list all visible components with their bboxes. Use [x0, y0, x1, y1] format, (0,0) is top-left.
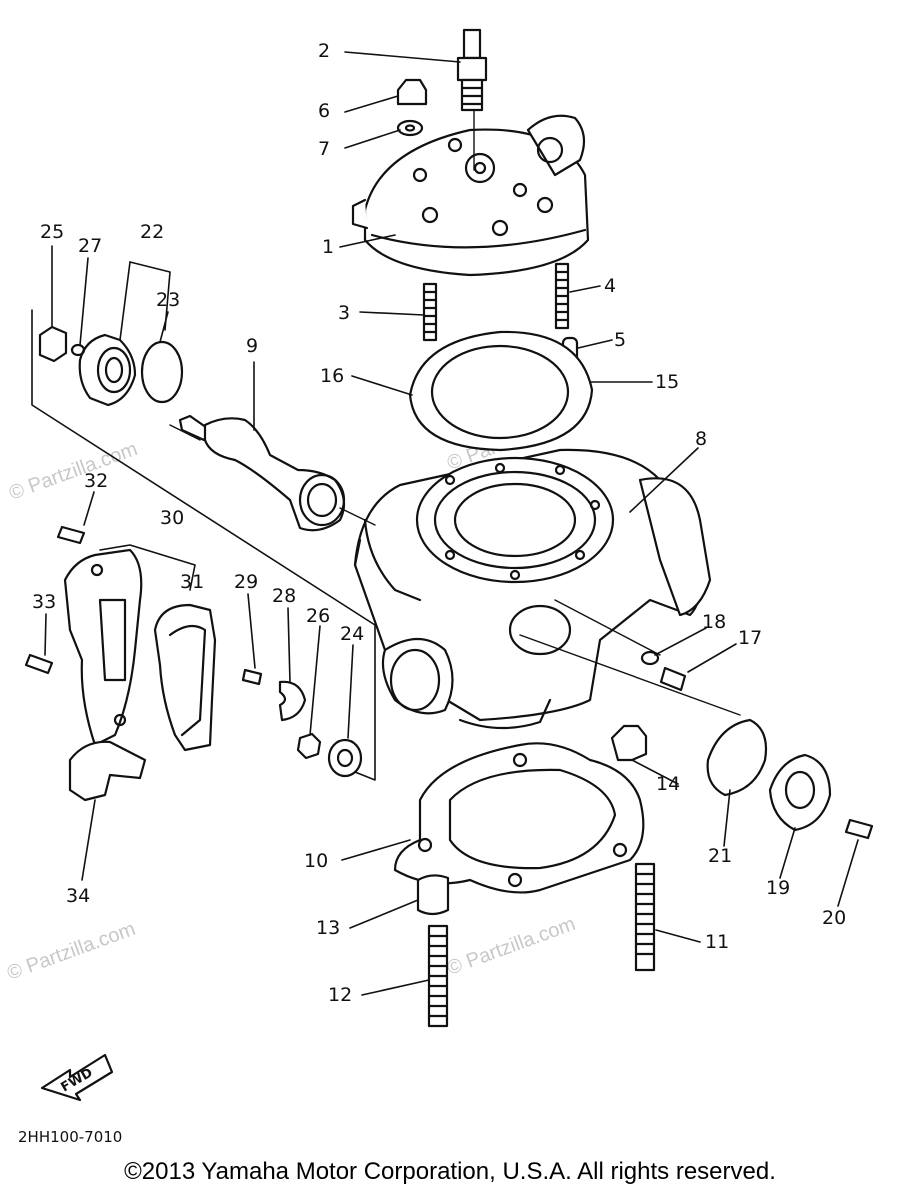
callout-34: 34 [66, 885, 90, 907]
exploded-view-drawing: © Partzilla.com © Partzilla.com © Partzi… [4, 28, 874, 1146]
callout-1: 1 [322, 236, 334, 258]
callout-14: 14 [656, 773, 680, 795]
callout-15: 15 [655, 371, 679, 393]
screw-20 [844, 818, 874, 840]
callout-22: 22 [140, 221, 164, 243]
gasket-21 [706, 718, 768, 797]
group-bracket-lines [31, 261, 376, 781]
callout-28: 28 [272, 585, 296, 607]
oil-seal-24-hole [336, 748, 354, 768]
watermark-3: © Partzilla.com [4, 918, 138, 985]
callout-26: 26 [306, 605, 330, 627]
callout-17: 17 [738, 627, 762, 649]
watermark-4: © Partzilla.com [444, 913, 578, 980]
callout-20: 20 [822, 907, 846, 929]
cylinder-head [351, 114, 590, 277]
stud-4 [554, 262, 570, 330]
pump-cover-cap [78, 333, 137, 407]
cap-25 [38, 325, 68, 363]
stud-11 [634, 862, 656, 972]
callout-19: 19 [766, 877, 790, 899]
callout-29: 29 [234, 571, 258, 593]
callout-21: 21 [708, 845, 732, 867]
callout-3: 3 [338, 302, 350, 324]
o-ring-inner [430, 344, 570, 440]
leader-lines [44, 51, 859, 996]
clamp-34 [68, 740, 147, 802]
callout-5: 5 [614, 329, 626, 351]
cap-nut [396, 78, 428, 106]
callout-33: 33 [32, 591, 56, 613]
callout-16: 16 [320, 365, 344, 387]
callout-12: 12 [328, 984, 352, 1006]
spark-plug [456, 28, 488, 112]
callout-9: 9 [246, 335, 258, 357]
copyright-notice: ©2013 Yamaha Motor Corporation, U.S.A. A… [124, 1158, 776, 1185]
callout-31: 31 [180, 571, 204, 593]
base-gasket [393, 742, 645, 894]
stud-3 [422, 282, 438, 342]
bolt-29 [241, 668, 263, 686]
callout-25: 25 [40, 221, 64, 243]
head-gasket-ring-outer [408, 330, 594, 452]
callout-7: 7 [318, 138, 330, 160]
clip-28 [278, 680, 307, 722]
callout-10: 10 [304, 850, 328, 872]
callout-11: 11 [705, 931, 729, 953]
cover-19 [768, 753, 832, 832]
bolt-33 [24, 653, 54, 675]
callout-32: 32 [84, 470, 108, 492]
bolt-32 [56, 525, 86, 545]
washer [396, 119, 424, 137]
nut-26 [296, 732, 322, 760]
oil-seal-24 [327, 738, 363, 778]
callout-27: 27 [78, 235, 102, 257]
forward-arrow-icon [40, 1053, 114, 1102]
pump-housing [63, 548, 143, 747]
callout-18: 18 [702, 611, 726, 633]
washer-hole [404, 124, 416, 132]
cylinder-body [353, 448, 712, 730]
callout-2: 2 [318, 40, 330, 62]
callout-labels: 2 6 7 1 3 4 5 16 15 8 9 25 27 22 23 32 3… [32, 40, 846, 1006]
callout-8: 8 [695, 428, 707, 450]
callout-24: 24 [340, 623, 364, 645]
callout-13: 13 [316, 917, 340, 939]
collar-13 [416, 874, 450, 916]
assembly-lines [169, 109, 741, 716]
water-joint [178, 414, 346, 532]
stud-12 [427, 924, 449, 1028]
callout-6: 6 [318, 100, 330, 122]
nut-14 [610, 724, 648, 762]
o-ring-23 [140, 340, 184, 404]
callout-30: 30 [160, 507, 184, 529]
watermark-1: © Partzilla.com [6, 438, 140, 505]
pump-gasket [153, 603, 217, 752]
bolt-17 [659, 666, 687, 692]
callout-4: 4 [604, 275, 616, 297]
diagram-part-code: 2HH100-7010 [18, 1128, 122, 1146]
washer-18 [640, 650, 660, 666]
o-ring-27 [70, 343, 86, 357]
callout-23: 23 [156, 289, 180, 311]
